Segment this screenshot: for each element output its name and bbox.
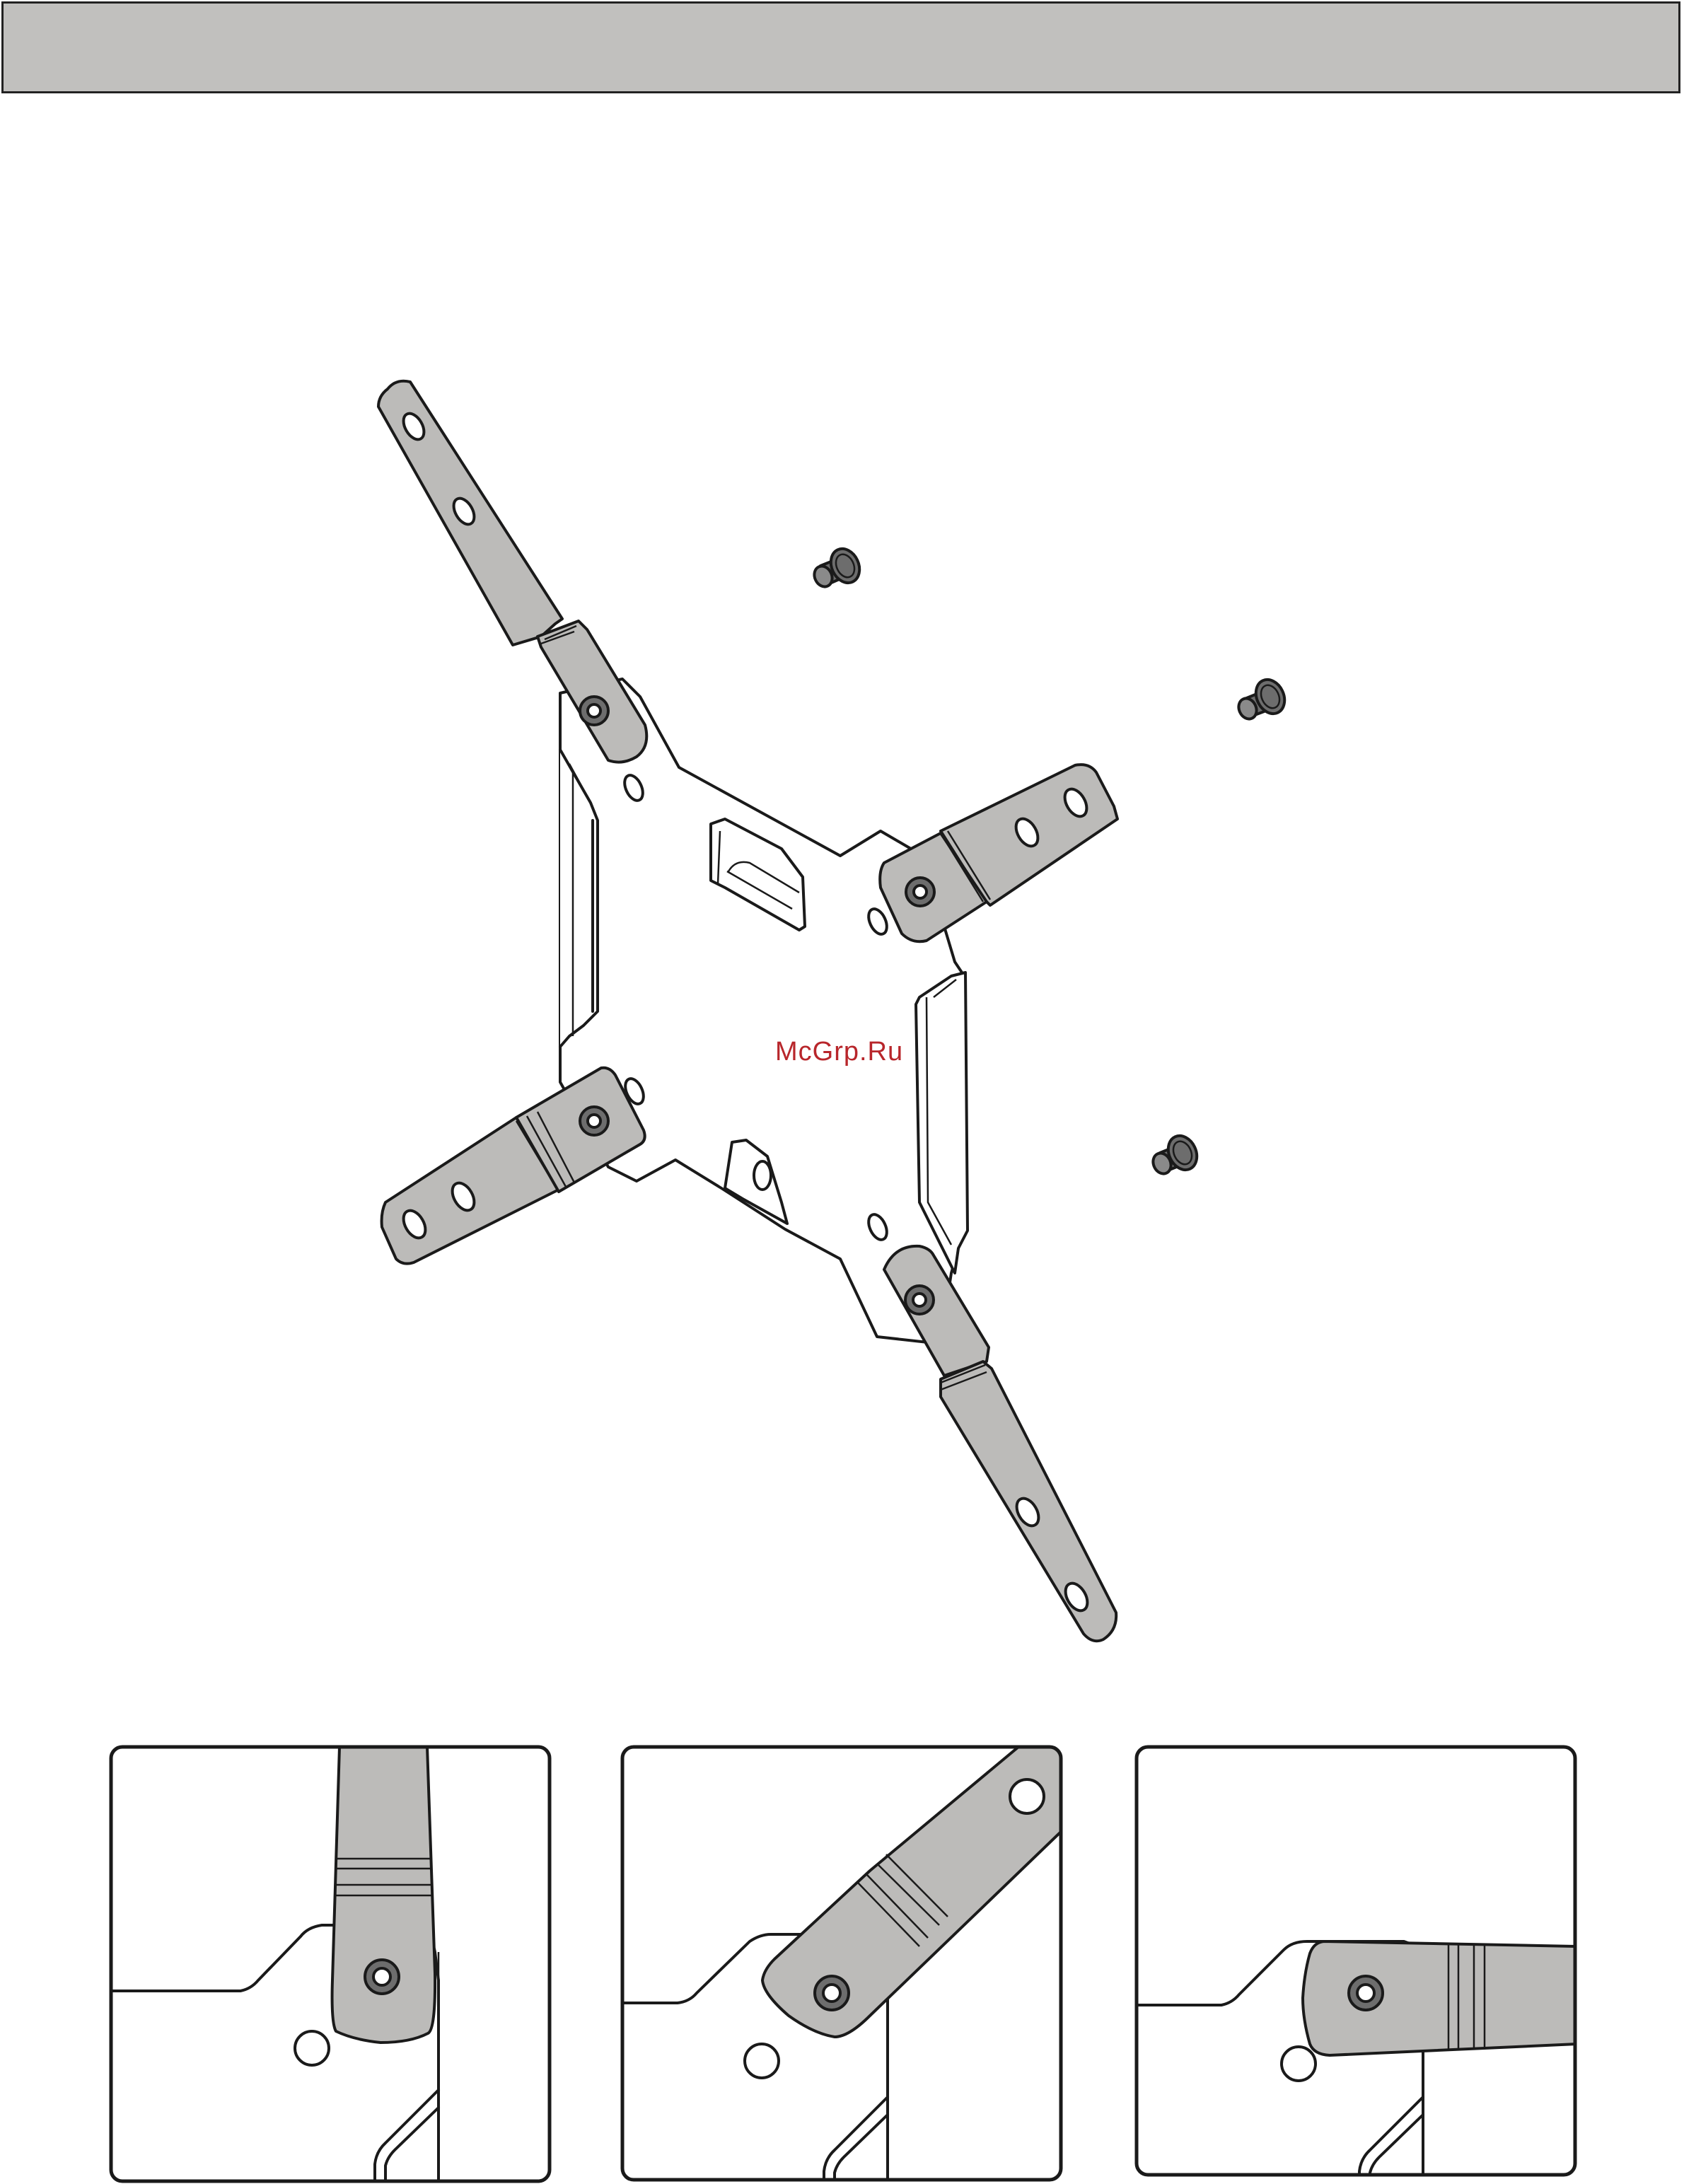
arm-bottom-left [382, 1068, 645, 1264]
detail-diagonal-arm [622, 1747, 1061, 2184]
arm-bottom-right [884, 1246, 1116, 1641]
screw-3 [1150, 1131, 1202, 1176]
screw-1 [811, 544, 865, 589]
arm-top-left [378, 381, 646, 762]
wall-plate [560, 679, 968, 1344]
detail-vertical-arm [111, 1747, 550, 2184]
watermark: McGrp.Ru [775, 1037, 903, 1067]
screw-2 [1236, 675, 1290, 721]
detail-horizontal-arm [1137, 1747, 1577, 2184]
arm-top-right [880, 765, 1117, 941]
